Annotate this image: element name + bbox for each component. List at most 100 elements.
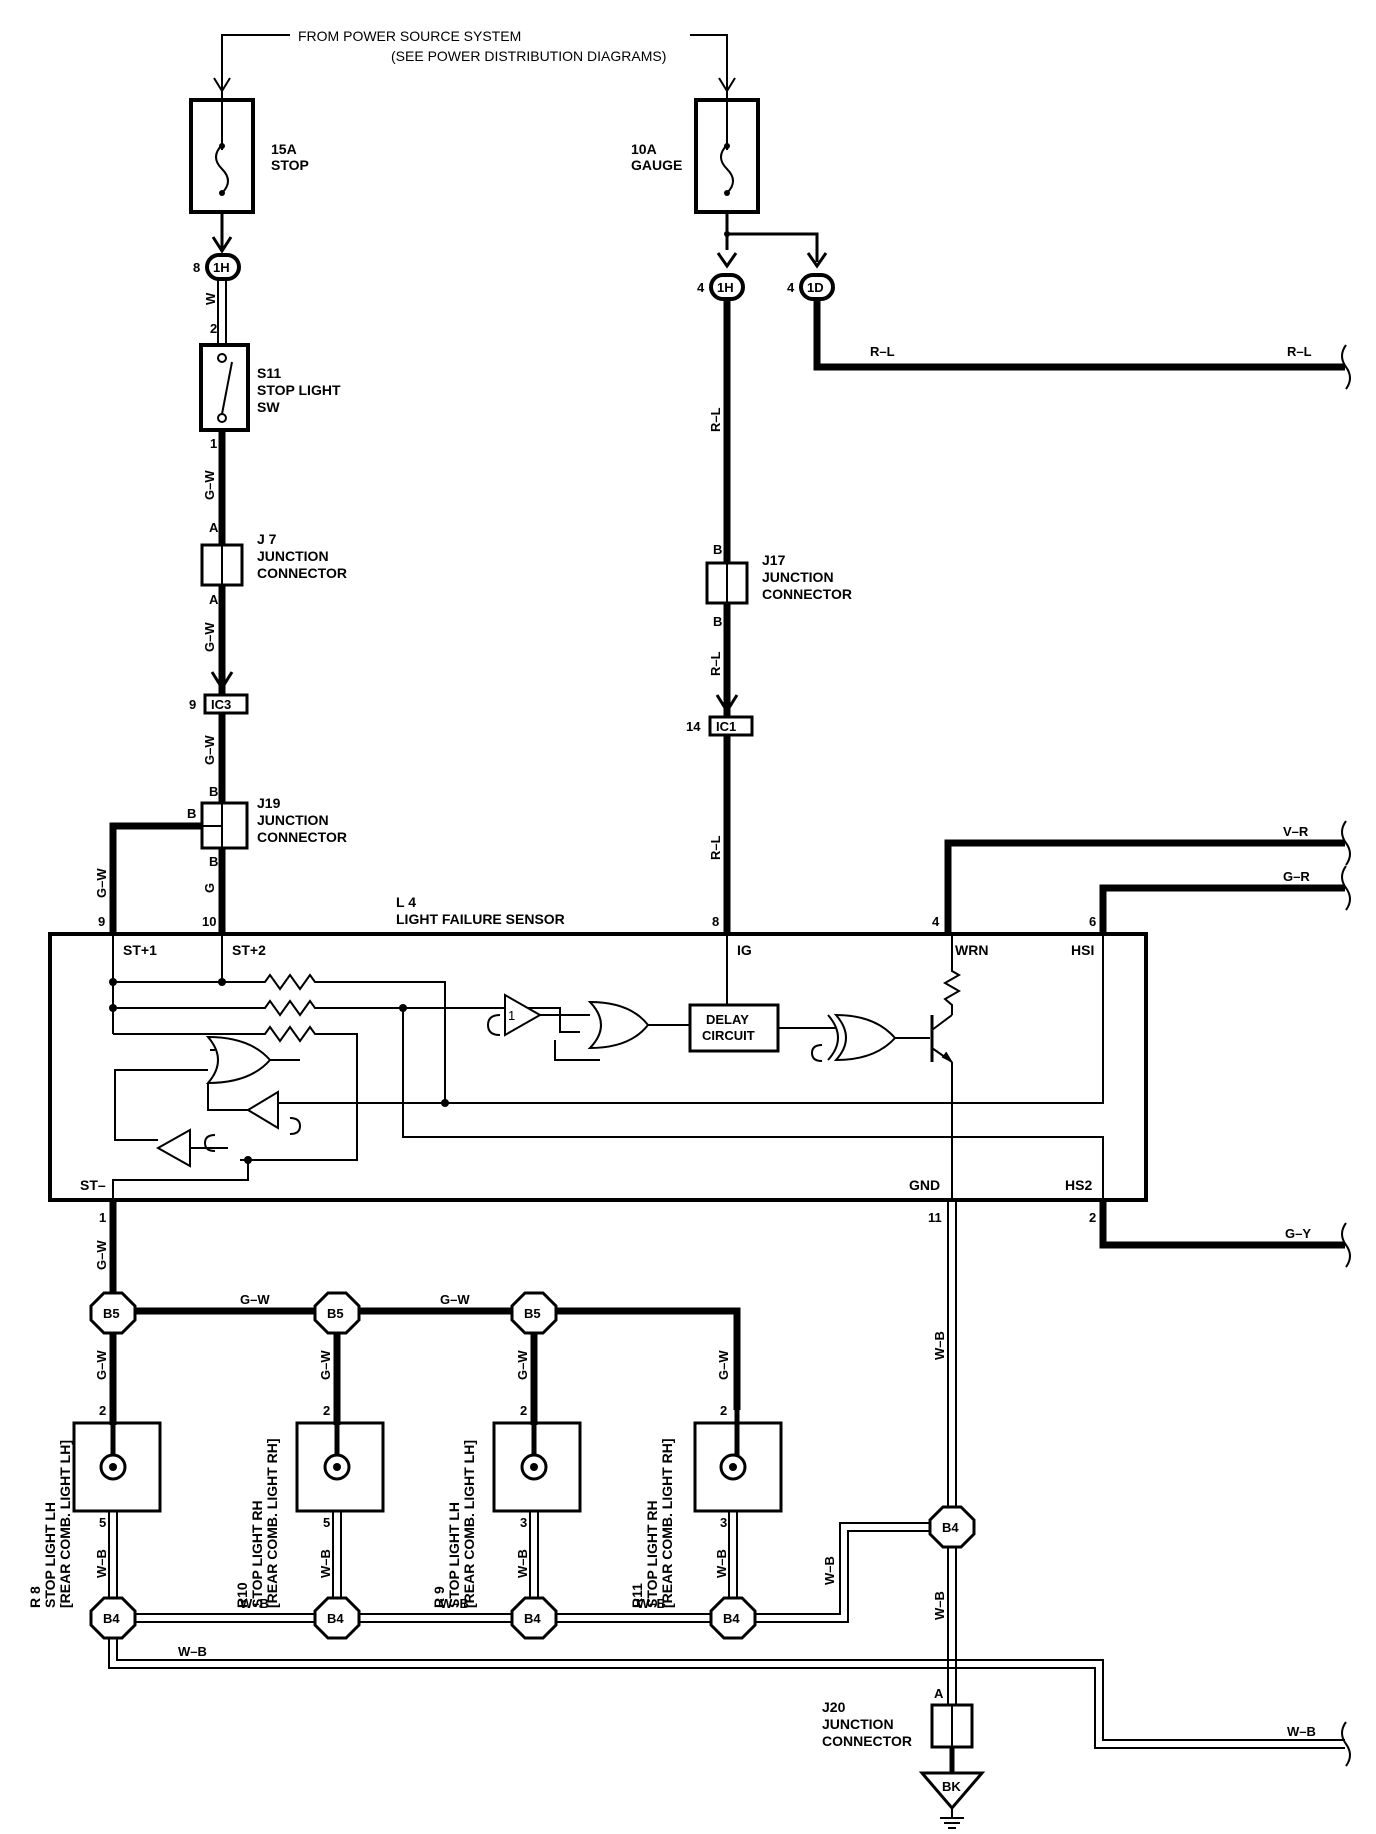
terminal-hsi: HSI bbox=[1071, 942, 1094, 958]
connector-ic3-pin: 9 bbox=[189, 697, 196, 712]
splice-b5-3: B5 bbox=[510, 1291, 558, 1335]
delay-line2: CIRCUIT bbox=[702, 1028, 755, 1043]
splice-b4-1: B4 bbox=[89, 1596, 137, 1640]
header-line1: FROM POWER SOURCE SYSTEM bbox=[298, 28, 521, 44]
lamp-r11-pin-bottom: 3 bbox=[720, 1515, 727, 1530]
connector-1h-right: 1H 4 bbox=[697, 273, 745, 301]
wire-label-gw-3: G–W bbox=[202, 735, 217, 765]
pin-st1: 9 bbox=[98, 914, 105, 929]
j19-line1: JUNCTION bbox=[257, 812, 329, 828]
sensor-id: L 4 bbox=[396, 894, 416, 910]
lamp-r9-pin-top: 2 bbox=[520, 1403, 527, 1418]
j19-line2: CONNECTOR bbox=[257, 829, 347, 845]
lamp-r8-sub: [REAR COMB. LIGHT LH] bbox=[57, 1440, 73, 1608]
terminal-wrn: WRN bbox=[955, 942, 988, 958]
connector-ic1: IC1 14 bbox=[686, 715, 754, 737]
light-failure-sensor: ST+1 ST+2 IG WRN HSI ST– GND HS2 1 bbox=[48, 932, 1148, 1202]
fuse-stop: 15A STOP bbox=[189, 90, 309, 214]
terminal-st1: ST+1 bbox=[123, 942, 157, 958]
splice-b5-2-label: B5 bbox=[327, 1306, 344, 1321]
wire-label-wb-b5: W–B bbox=[178, 1644, 207, 1659]
lamp-r11: 2 3 bbox=[693, 1403, 783, 1530]
j7-line2: CONNECTOR bbox=[257, 565, 347, 581]
j20-line2: CONNECTOR bbox=[822, 1733, 912, 1749]
j19-id: J19 bbox=[257, 795, 281, 811]
delay-line1: DELAY bbox=[706, 1012, 749, 1027]
j17-line1: JUNCTION bbox=[762, 569, 834, 585]
switch-pin-top: 2 bbox=[210, 321, 217, 336]
junction-connector-j7: J 7 JUNCTION CONNECTOR bbox=[200, 531, 347, 587]
lamp-r8-pin-top: 2 bbox=[99, 1403, 106, 1418]
wire-label-wb-l3: W–B bbox=[515, 1549, 530, 1578]
lamp-r10-pin-top: 2 bbox=[323, 1403, 330, 1418]
wire-label-wb-l2: W–B bbox=[318, 1549, 333, 1578]
wire-label-w: W bbox=[203, 292, 218, 305]
connector-ic1-pin: 14 bbox=[686, 719, 701, 734]
lamp-r9-name: STOP LIGHT LH bbox=[446, 1502, 462, 1608]
j20-pin-top: A bbox=[934, 1686, 944, 1701]
lamp-r8-id: R 8 bbox=[27, 1586, 43, 1608]
pin-gnd: 11 bbox=[928, 1210, 942, 1225]
wire-label-wb-l1: W–B bbox=[94, 1549, 109, 1578]
j17-line2: CONNECTOR bbox=[762, 586, 852, 602]
wire-label-wb-j20: W–B bbox=[932, 1591, 947, 1620]
wire-label-wb-b1: W–B bbox=[240, 1596, 269, 1611]
j7-pin-bottom: A bbox=[209, 592, 219, 607]
j19-pin-top: B bbox=[209, 784, 218, 799]
splice-b4-4: B4 bbox=[709, 1596, 757, 1640]
lamp-r8: 2 5 bbox=[72, 1403, 162, 1530]
ground-label: BK bbox=[942, 1779, 961, 1794]
lamp-r11-id: R11 bbox=[629, 1583, 645, 1608]
j17-id: J17 bbox=[762, 552, 786, 568]
wire-label-gw-1: G–W bbox=[202, 470, 217, 500]
lamp-r8-name: STOP LIGHT LH bbox=[42, 1502, 58, 1608]
wire-label-gw-l4: G–W bbox=[716, 1350, 731, 1380]
splice-b4-4-label: B4 bbox=[723, 1611, 740, 1626]
j7-line1: JUNCTION bbox=[257, 548, 329, 564]
splice-b5-3-label: B5 bbox=[524, 1306, 541, 1321]
pin-stm: 1 bbox=[99, 1210, 106, 1225]
lamp-r10-pin-bottom: 5 bbox=[323, 1515, 330, 1530]
wire-label-gw-2: G–W bbox=[202, 622, 217, 652]
terminal-gnd: GND bbox=[909, 1177, 940, 1193]
junction-connector-j17: J17 JUNCTION CONNECTOR bbox=[705, 552, 852, 605]
switch-line2: SW bbox=[257, 399, 280, 415]
switch-line1: STOP LIGHT bbox=[257, 382, 341, 398]
pin-wrn: 4 bbox=[932, 914, 940, 929]
lamp-r10-sub: [REAR COMB. LIGHT RH] bbox=[264, 1438, 280, 1608]
wire-label-gw-l3: G–W bbox=[515, 1350, 530, 1380]
splice-b5-2: B5 bbox=[313, 1291, 361, 1335]
j17-pin-top: B bbox=[713, 542, 722, 557]
junction-connector-j19: J19 JUNCTION CONNECTOR bbox=[200, 795, 347, 850]
lamp-r11-sub: [REAR COMB. LIGHT RH] bbox=[659, 1438, 675, 1608]
pin-ig: 8 bbox=[712, 914, 719, 929]
switch-id: S11 bbox=[257, 365, 281, 381]
splice-b4-5: B4 bbox=[928, 1505, 976, 1549]
wire-label-wb-b2: W–B bbox=[440, 1596, 469, 1611]
connector-1d-label: 1D bbox=[807, 280, 824, 295]
pin-hs2: 2 bbox=[1089, 1210, 1096, 1225]
fuse-gauge-name: GAUGE bbox=[631, 157, 682, 173]
pin-hsi: 6 bbox=[1089, 914, 1096, 929]
j20-id: J20 bbox=[822, 1699, 846, 1715]
wire-label-wb-l4: W–B bbox=[714, 1549, 729, 1578]
wire-label-rl-3: R–L bbox=[708, 835, 723, 860]
wire-label-g: G bbox=[202, 883, 217, 893]
junction-connector-j20: J20 JUNCTION CONNECTOR bbox=[822, 1699, 974, 1749]
fuse-stop-name: STOP bbox=[271, 157, 309, 173]
source-lead-left bbox=[221, 34, 290, 90]
connector-ic3: IC3 9 bbox=[189, 693, 249, 715]
comparator-1-ref: 1 bbox=[508, 1008, 515, 1023]
wire-label-rl-1: R–L bbox=[708, 407, 723, 432]
pin-st2: 10 bbox=[202, 914, 216, 929]
splice-b4-2-label: B4 bbox=[327, 1611, 344, 1626]
j19-pin-bottom: B bbox=[209, 854, 218, 869]
lamp-r10-id: R10 bbox=[234, 1582, 250, 1608]
lamp-r11-name: STOP LIGHT RH bbox=[644, 1500, 660, 1608]
wire-label-rl-2: R–L bbox=[708, 651, 723, 676]
wire-label-rl-top-right: R–L bbox=[1287, 344, 1312, 359]
wire-label-gw-st1: G–W bbox=[94, 868, 109, 898]
connector-ic1-label: IC1 bbox=[716, 719, 736, 734]
j7-id: J 7 bbox=[257, 531, 277, 547]
lamp-r9-pin-bottom: 3 bbox=[520, 1515, 527, 1530]
